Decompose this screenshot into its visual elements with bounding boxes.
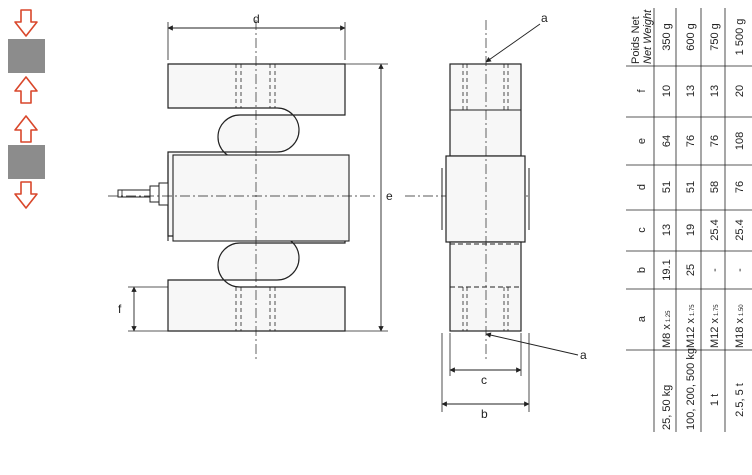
side-body-cover	[445, 155, 526, 243]
svg-text:25: 25	[685, 264, 697, 276]
svg-text:76: 76	[685, 135, 697, 147]
dimension-label-e: e	[386, 189, 393, 203]
svg-text:-: -	[709, 268, 721, 272]
svg-text:19.1: 19.1	[661, 259, 673, 280]
header-a: a	[636, 315, 648, 322]
load-block-icon	[8, 145, 45, 179]
svg-text:51: 51	[661, 181, 673, 193]
header-e: e	[636, 138, 648, 144]
table-row: 600 g 13 76 51 19 25 M12 x1.75 100, 200,…	[685, 23, 697, 430]
header-f: f	[636, 89, 648, 93]
svg-text:13: 13	[685, 85, 697, 97]
svg-text:1 500 g: 1 500 g	[734, 19, 746, 56]
svg-text:25.4: 25.4	[734, 219, 746, 240]
table-row: 1 500 g 20 108 76 25.4 - M18 x1.50 2.5, …	[734, 19, 746, 417]
svg-text:-: -	[734, 268, 746, 272]
svg-text:108: 108	[734, 132, 746, 150]
spec-table: Poids Net Net Weight f e d c b a 350 g 1…	[626, 8, 752, 432]
arrow-down-icon	[14, 9, 38, 37]
dimension-label-c: c	[481, 373, 487, 387]
arrow-up-icon	[14, 115, 38, 143]
table-row: 750 g 13 76 58 25.4 - M12 x1.75 1 t	[709, 23, 721, 406]
dimension-label-d: d	[253, 12, 260, 26]
dimension-label-f: f	[118, 302, 122, 316]
dimension-label-b: b	[481, 407, 488, 421]
arrow-down-icon	[14, 181, 38, 209]
svg-text:76: 76	[734, 181, 746, 193]
svg-text:13: 13	[661, 224, 673, 236]
svg-text:76: 76	[709, 135, 721, 147]
header-weight-fr: Poids Net	[630, 16, 642, 64]
svg-text:13: 13	[709, 85, 721, 97]
svg-text:10: 10	[661, 85, 673, 97]
svg-text:2.5, 5 t: 2.5, 5 t	[734, 383, 746, 417]
arrow-up-icon	[14, 76, 38, 104]
svg-text:1 t: 1 t	[709, 394, 721, 406]
svg-text:M12 x1.75: M12 x1.75	[685, 304, 697, 348]
svg-text:M12 x1.75: M12 x1.75	[709, 304, 721, 348]
svg-text:25, 50 kg: 25, 50 kg	[661, 385, 673, 430]
header-weight-en: Net Weight	[642, 9, 654, 64]
header-c: c	[636, 227, 648, 233]
svg-text:58: 58	[709, 181, 721, 193]
svg-text:M18 x1.50: M18 x1.50	[734, 304, 746, 348]
label-a-top: a	[541, 11, 548, 25]
load-block-icon	[8, 39, 45, 73]
cable-gland	[149, 185, 160, 203]
svg-text:100, 200, 500 kg: 100, 200, 500 kg	[685, 348, 697, 430]
svg-text:M8 x1.25: M8 x1.25	[661, 310, 673, 348]
svg-text:750 g: 750 g	[709, 23, 721, 51]
label-a-bottom: a	[580, 348, 587, 362]
strain-gauge-cover	[172, 154, 350, 242]
header-b: b	[636, 267, 648, 273]
svg-text:25.4: 25.4	[709, 219, 721, 240]
svg-text:19: 19	[685, 224, 697, 236]
side-view	[441, 20, 579, 412]
svg-text:64: 64	[661, 135, 673, 147]
front-view	[108, 20, 530, 360]
svg-text:51: 51	[685, 181, 697, 193]
table-row: 350 g 10 64 51 13 19.1 M8 x1.25 25, 50 k…	[661, 23, 673, 430]
header-d: d	[636, 184, 648, 190]
svg-text:600 g: 600 g	[685, 23, 697, 51]
cable	[117, 189, 151, 198]
svg-text:350 g: 350 g	[661, 23, 673, 51]
svg-text:20: 20	[734, 85, 746, 97]
tension-compression-icons	[8, 9, 45, 209]
